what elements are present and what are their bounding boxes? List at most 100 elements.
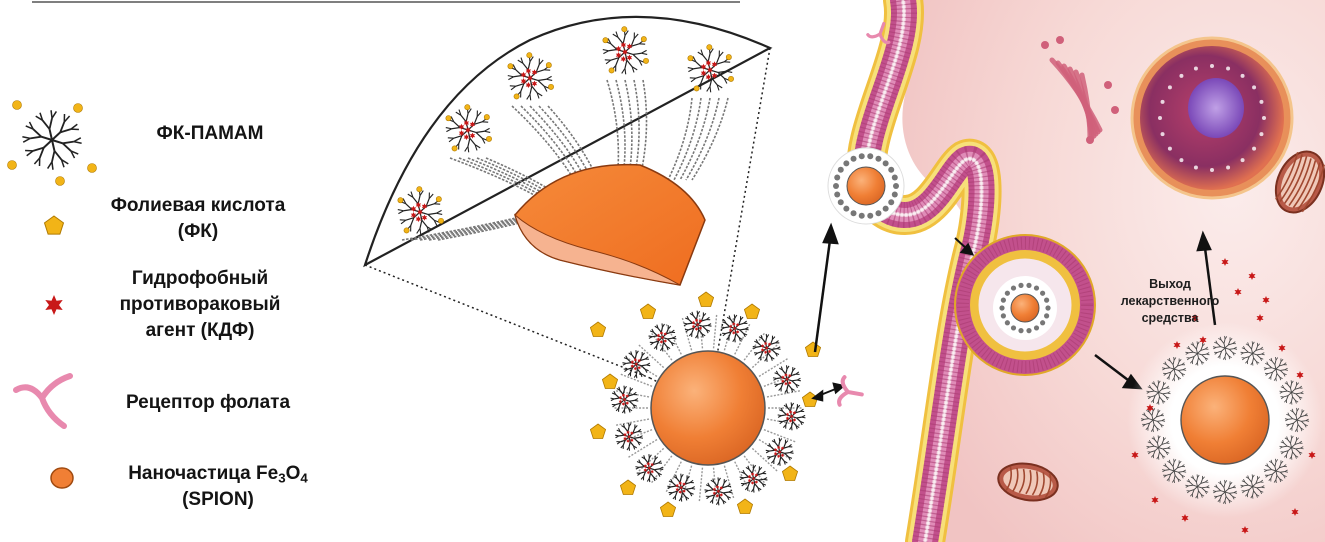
endosome-dendrimer-dot <box>1026 283 1031 288</box>
vesicle-dendrimer-dot <box>859 153 865 159</box>
vesicle-dendrimer-dot <box>833 183 839 189</box>
endosome-dendrimer-dot <box>1034 285 1039 290</box>
vesicle-dendrimer-dot <box>867 153 873 159</box>
legend-folic-acid-icon <box>45 216 64 234</box>
folate-end-icon <box>641 36 646 41</box>
nuclear-pore-dot <box>1259 100 1263 104</box>
folate-end-icon <box>465 105 470 110</box>
np-folate-icon <box>805 342 820 357</box>
np-folate-icon <box>640 304 655 319</box>
vesicle-dendrimer-dot <box>834 191 840 197</box>
folate-end-icon <box>726 54 731 59</box>
nuclear-pore-dot <box>1210 64 1214 68</box>
np-dendrimer <box>705 477 733 505</box>
np-folate-icon <box>660 502 675 517</box>
endosome-dendrimer-dot <box>1018 328 1023 333</box>
legend-dendrimer-folate <box>88 164 97 173</box>
np-linker <box>724 466 734 500</box>
endosome-dendrimer-dot <box>1005 291 1010 296</box>
np-dendrimer <box>635 454 663 482</box>
drug-release-label: Выход лекарственного средства <box>1110 276 1230 327</box>
np-linker <box>615 391 649 397</box>
folate-end-icon <box>484 114 489 119</box>
np-linker <box>615 419 649 425</box>
np-folate-icon <box>698 292 713 307</box>
np-linker <box>767 391 801 397</box>
linker-chain <box>692 98 728 180</box>
np-linker <box>714 313 717 348</box>
np-linker <box>682 317 692 351</box>
arrow-up-to-endocytosis <box>815 240 830 352</box>
np-dendrimer <box>778 402 806 430</box>
vesicle-dendrimer-dot <box>843 206 849 212</box>
golgi-vesicle <box>1104 81 1112 89</box>
vesicle-dendrimer-dot <box>838 199 844 205</box>
endosome-dendrimer-dot <box>999 305 1004 310</box>
folate-end-icon <box>417 187 422 192</box>
np-dendrimer <box>611 386 639 414</box>
endosome-dendrimer-dot <box>1044 313 1049 318</box>
endosome-dendrimer-dot <box>1040 291 1045 296</box>
endosome-dendrimer-dot <box>1005 320 1010 325</box>
endosome-dendrimer-dot <box>1045 305 1050 310</box>
folate-end-icon <box>486 136 491 141</box>
legend-dendrimer-icon <box>8 101 97 186</box>
folate-end-icon <box>546 62 551 67</box>
np-core <box>651 351 765 465</box>
golgi-vesicle <box>1041 41 1049 49</box>
folate-end-icon <box>548 84 553 89</box>
nuclear-pore-dot <box>1179 74 1183 78</box>
np-dendrimer <box>721 314 749 342</box>
endosome-np-core <box>1011 294 1039 322</box>
vesicle-dendrimer-dot <box>893 183 899 189</box>
folate-end-icon <box>728 76 733 81</box>
nuclear-pore-dot <box>1226 67 1230 71</box>
legend-dendrimer-folate <box>74 104 83 113</box>
endocytic-vesicle-core <box>847 167 885 205</box>
nuclear-pore-dot <box>1161 132 1165 136</box>
nuclear-pore-dot <box>1194 165 1198 169</box>
vesicle-dendrimer-dot <box>883 160 889 166</box>
receptor-binding <box>839 377 865 408</box>
np-linker <box>699 468 702 503</box>
nuclear-pore-dot <box>1241 158 1245 162</box>
vesicle-dendrimer-dot <box>867 213 873 219</box>
vesicle-dendrimer-dot <box>838 167 844 173</box>
nuclear-pore-dot <box>1226 165 1230 169</box>
folate-end-icon <box>707 45 712 50</box>
folate-end-icon <box>643 58 648 63</box>
folate-end-icon <box>694 86 699 91</box>
np-dendrimer <box>684 311 712 339</box>
vesicle-dendrimer-dot <box>875 156 881 162</box>
golgi-vesicle <box>1056 36 1064 44</box>
np-dendrimer <box>753 334 781 362</box>
nuclear-pore-dot <box>1161 100 1165 104</box>
zoom-wedge <box>365 17 770 408</box>
released-np-core <box>1181 376 1269 464</box>
np-dendrimer <box>773 365 801 393</box>
legend-dendrimer-folate <box>56 177 65 186</box>
vesicle-dendrimer-dot <box>892 175 898 181</box>
endosome-dendrimer-dot <box>1040 320 1045 325</box>
endosome-dendrimer-dot <box>1026 328 1031 333</box>
nuclear-pore-dot <box>1168 147 1172 151</box>
np-folate-icon <box>590 322 605 337</box>
nucleolus <box>1188 78 1244 138</box>
nuclear-pore-dot <box>1252 147 1256 151</box>
folate-end-icon <box>508 64 513 69</box>
folate-end-icon <box>688 56 693 61</box>
vesicle-dendrimer-dot <box>834 175 840 181</box>
folate-end-icon <box>452 146 457 151</box>
legend-dendrimer-folate <box>8 161 17 170</box>
np-linker <box>627 440 657 458</box>
nuclear-pore-dot <box>1252 85 1256 89</box>
nuclear-pore-dot <box>1210 168 1214 172</box>
folate-end-icon <box>446 116 451 121</box>
vesicle-dendrimer-dot <box>875 210 881 216</box>
wedge-dotted-left <box>365 265 650 378</box>
legend-nanoparticle-label: Наночастица Fe3O4 (SPION) <box>78 461 358 513</box>
nuclear-pore-dot <box>1179 158 1183 162</box>
folate-end-icon <box>404 228 409 233</box>
np-dendrimer <box>622 350 650 378</box>
np-folate-icon <box>602 374 617 389</box>
